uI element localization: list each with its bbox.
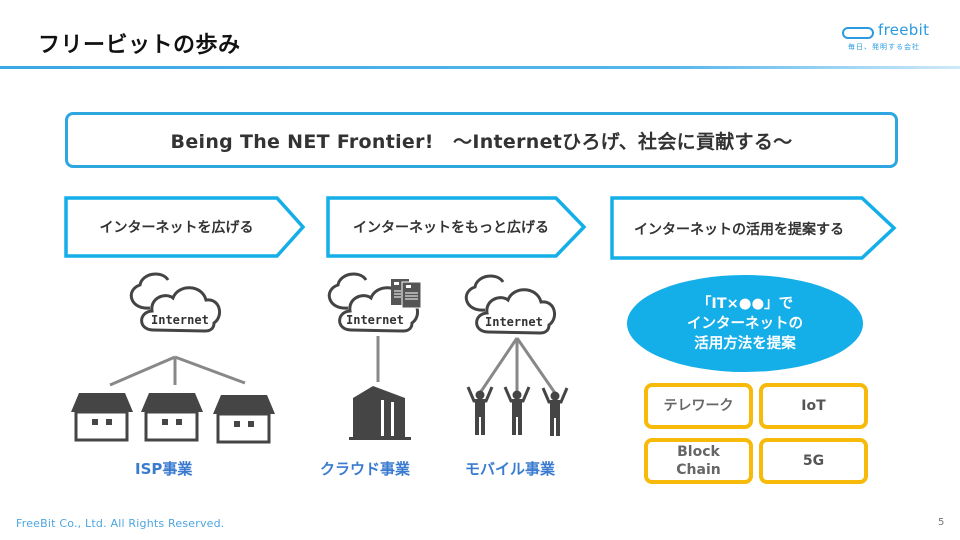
- tech-box-telework: テレワーク: [644, 383, 753, 429]
- header-divider: [0, 66, 960, 69]
- proposal-ellipse: 「IT×●●」で インターネットの 活用方法を提案: [627, 275, 863, 372]
- connection-line: [478, 337, 519, 394]
- motto-text: Being The NET Frontier! ～Internetひろげ、社会に…: [170, 130, 793, 153]
- tech-box-5g: 5G: [759, 438, 868, 484]
- logo-mark-icon: [842, 27, 874, 39]
- slide-title: フリービットの歩み: [38, 33, 241, 58]
- tech-label: テレワーク: [663, 398, 734, 414]
- proposal-line: 活用方法を提案: [694, 335, 796, 352]
- tech-label: 5G: [802, 453, 825, 469]
- person-icon: [541, 387, 569, 436]
- chevron-arrow-shape: [326, 196, 587, 258]
- connection-line: [174, 355, 246, 385]
- motto-box: Being The NET Frontier! ～Internetひろげ、社会に…: [65, 112, 898, 168]
- person-icon: [466, 386, 494, 435]
- proposal-line: 「IT×●●」で: [696, 295, 794, 312]
- cloud-label: Internet: [346, 313, 404, 327]
- tech-label: IoT: [801, 398, 826, 414]
- page-number: 5: [938, 517, 945, 528]
- tech-label: Chain: [676, 462, 721, 478]
- proposal-line: インターネットの: [687, 315, 803, 332]
- business-label-cloud: クラウド事業: [320, 460, 411, 478]
- person-icon: [503, 386, 531, 435]
- business-label-isp: ISP事業: [135, 460, 193, 478]
- stage-chevron-3: インターネットの活用を提案する: [610, 196, 900, 260]
- freebit-logo: freebit 毎日、発明する会社: [842, 21, 932, 54]
- stage-label: インターネットをもっと広げる: [353, 220, 549, 236]
- connection-line: [515, 337, 557, 394]
- stage-chevron-2: インターネットをもっと広げる: [326, 196, 616, 258]
- cloud-icon: [129, 272, 222, 333]
- house-icon: [213, 395, 275, 444]
- business-label-mobile: モバイル事業: [465, 460, 556, 478]
- chevron-arrow-shape: [64, 196, 306, 258]
- house-icon: [141, 393, 203, 442]
- cloud-label: Internet: [485, 315, 543, 329]
- logo-wordmark: freebit: [878, 21, 930, 39]
- datacenter-building-icon: [349, 336, 411, 440]
- stage-label: インターネットの活用を提案する: [634, 222, 844, 238]
- cloud-label: Internet: [151, 313, 209, 327]
- mobile-network-diagram: [466, 337, 569, 436]
- chevron-arrow-shape: [610, 196, 897, 260]
- isp-network-diagram: [71, 355, 275, 444]
- connection-line: [109, 355, 176, 387]
- tech-label: Block: [677, 444, 720, 460]
- stage-label: インターネットを広げる: [99, 220, 254, 236]
- tech-box-iot: IoT: [759, 383, 868, 429]
- document-icon: [391, 279, 422, 309]
- house-icon: [71, 393, 133, 442]
- footer-copyright: FreeBit Co., Ltd. All Rights Reserved.: [16, 517, 225, 530]
- cloud-icon: [464, 274, 557, 335]
- tech-box-blockchain: Block Chain: [644, 438, 753, 484]
- stage-chevron-1: インターネットを広げる: [64, 196, 354, 258]
- logo-tagline: 毎日、発明する会社: [848, 43, 920, 51]
